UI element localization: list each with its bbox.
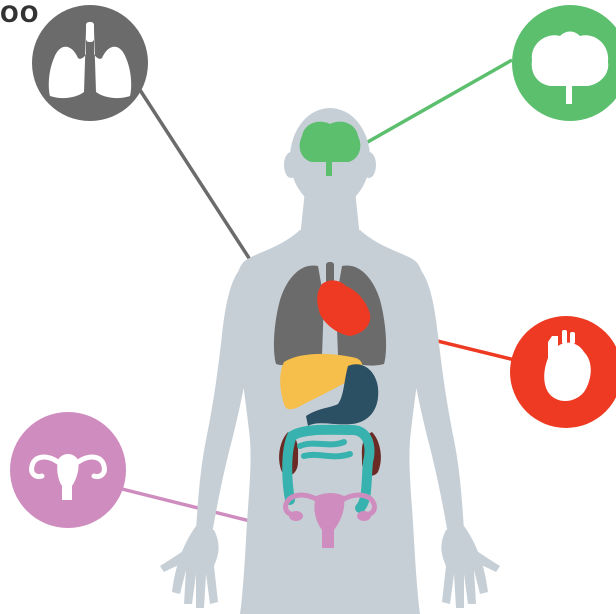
ovary-left xyxy=(289,511,303,521)
heart-icon xyxy=(510,316,616,428)
ovary-right xyxy=(357,511,371,521)
brain-icon xyxy=(512,5,616,121)
brain-connector-line xyxy=(350,60,512,152)
lungs-icon xyxy=(32,5,148,121)
uterus-icon xyxy=(10,412,126,528)
